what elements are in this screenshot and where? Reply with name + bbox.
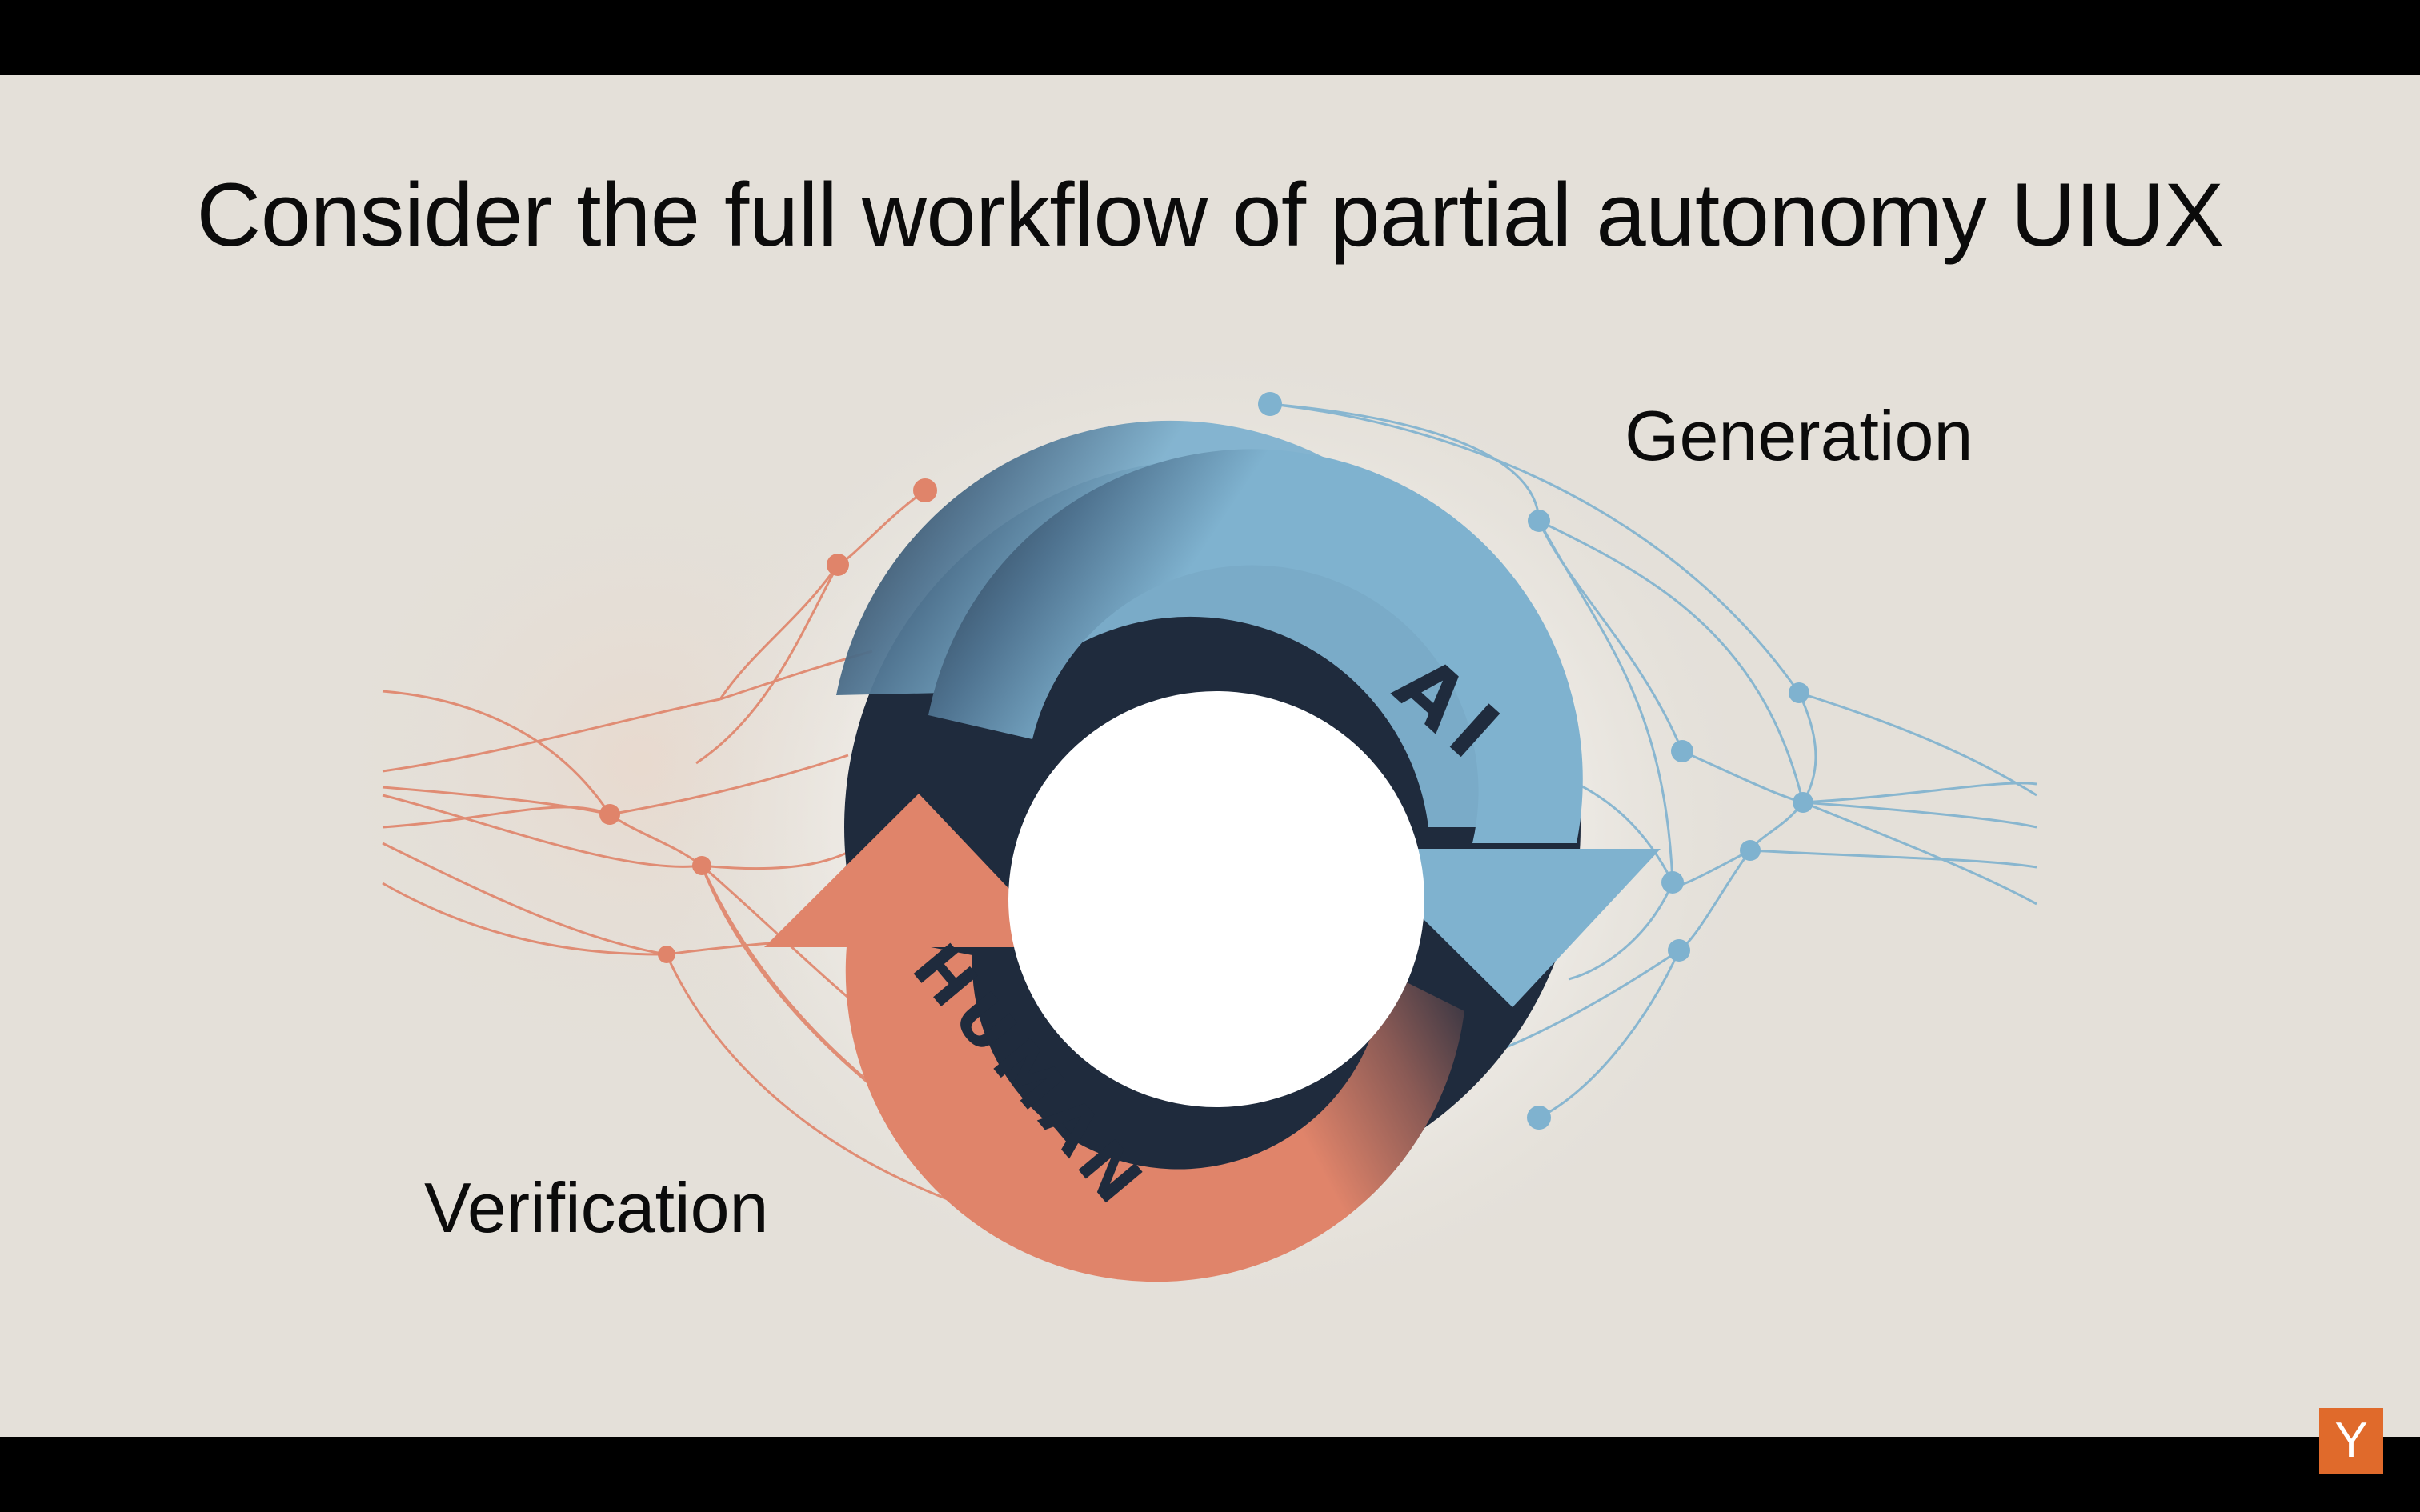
letterbox-bottom [0, 1437, 2420, 1512]
generation-label: Generation [1625, 396, 1973, 475]
verification-label: Verification [424, 1168, 769, 1247]
cycle-diagram: AI HUMAN [304, 331, 2037, 1323]
yc-logo-badge: Y [2319, 1408, 2383, 1474]
generation-nodes [1258, 392, 1813, 1130]
letterbox-top [0, 0, 2420, 75]
slide-title: Consider the full workflow of partial au… [196, 165, 2224, 265]
human-arrow [764, 794, 1464, 1282]
ai-arrow [836, 420, 1661, 1007]
cycle-center [1008, 691, 1424, 1107]
verification-nodes [599, 478, 1156, 1260]
slide: Consider the full workflow of partial au… [0, 75, 2420, 1437]
